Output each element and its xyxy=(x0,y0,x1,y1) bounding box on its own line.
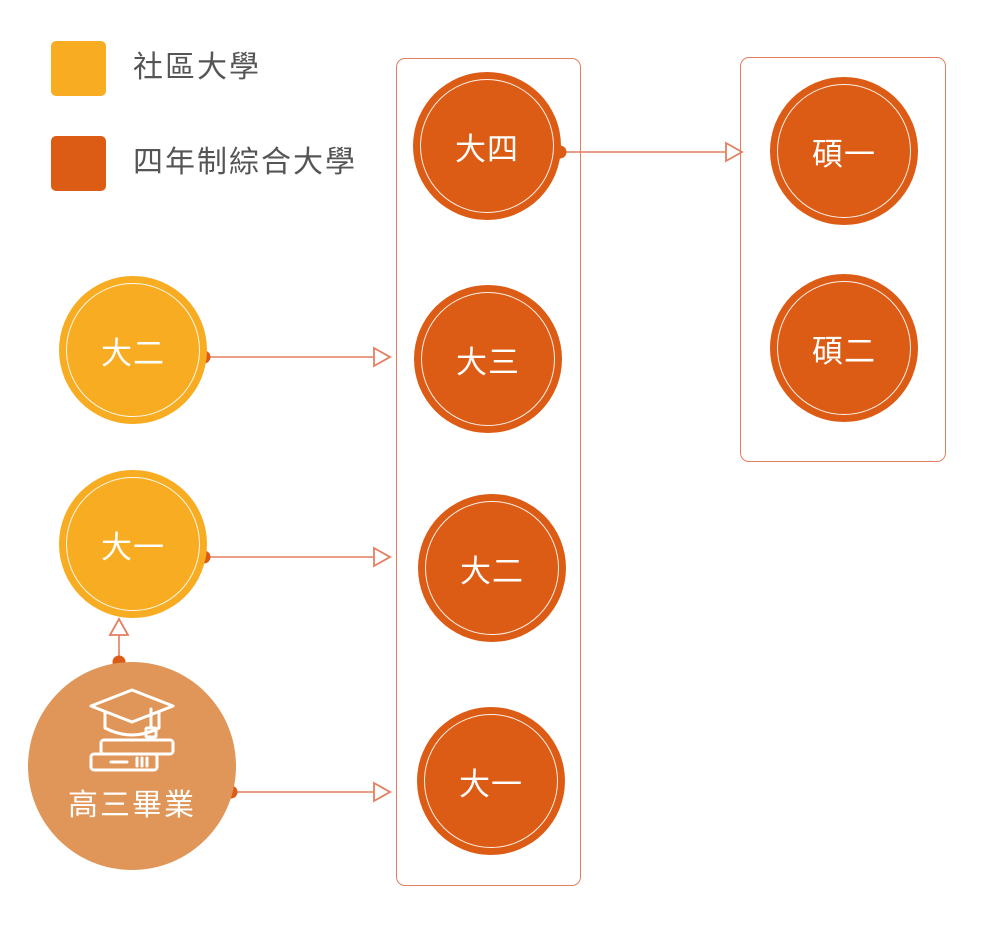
community-node-year1-label: 大一 xyxy=(101,529,165,566)
graduation-cap-icon xyxy=(89,688,175,772)
legend-swatch-university xyxy=(51,136,106,191)
arrow-university-year4-to-graduate xyxy=(553,141,744,163)
community-node-year1: 大一 xyxy=(59,470,207,618)
university-node-year3-label: 大三 xyxy=(456,344,520,381)
legend-swatch-community xyxy=(51,41,106,96)
arrow-community-year2-to-university-year3 xyxy=(197,346,392,368)
legend-label-university: 四年制綜合大學 xyxy=(133,145,357,180)
graduate-group-frame xyxy=(740,57,946,462)
university-node-year4-label: 大四 xyxy=(455,131,519,168)
community-node-year2-label: 大二 xyxy=(101,335,165,372)
university-node-year1-label: 大一 xyxy=(459,766,523,803)
start-node-high-school-graduation: 高三畢業 xyxy=(28,662,236,870)
arrow-start-to-community-year1 xyxy=(108,617,130,669)
legend-label-community: 社區大學 xyxy=(133,50,261,85)
university-node-year4: 大四 xyxy=(413,72,561,220)
arrow-community-year1-to-university-year2 xyxy=(197,546,392,568)
graduate-node-master1-label: 碩一 xyxy=(812,136,876,173)
community-node-year2: 大二 xyxy=(59,276,207,424)
graduate-node-master2: 碩二 xyxy=(770,274,918,422)
university-node-year3: 大三 xyxy=(414,285,562,433)
graduate-node-master2-label: 碩二 xyxy=(812,333,876,370)
graduate-node-master1: 碩一 xyxy=(770,77,918,225)
start-node-label: 高三畢業 xyxy=(68,788,196,823)
university-group-frame xyxy=(396,58,581,886)
arrow-start-to-university-year1 xyxy=(224,781,392,803)
university-node-year2-label: 大二 xyxy=(460,553,524,590)
university-node-year2: 大二 xyxy=(418,494,566,642)
university-node-year1: 大一 xyxy=(417,707,565,855)
